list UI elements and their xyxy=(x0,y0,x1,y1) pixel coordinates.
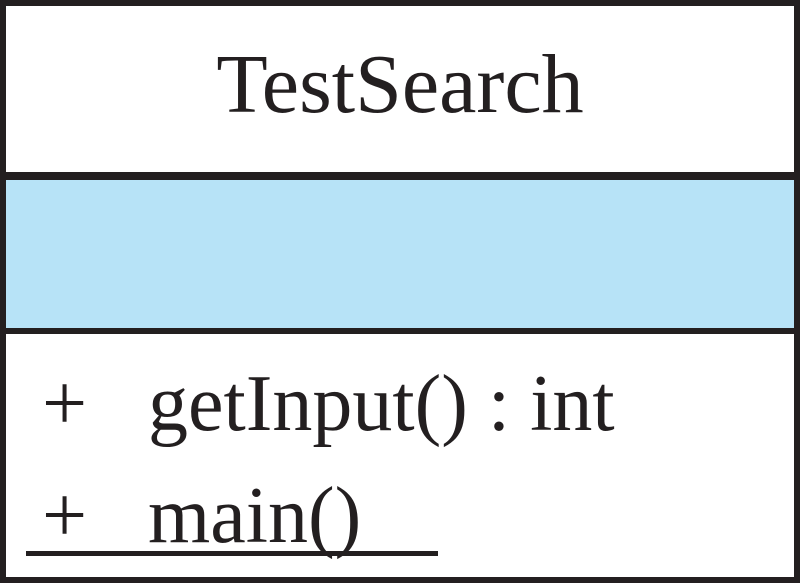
class-name: TestSearch xyxy=(216,38,584,131)
operation-get-input: +getInput() : int xyxy=(42,364,615,444)
operations-compartment: +getInput() : int +main() xyxy=(6,334,794,583)
compartment-divider xyxy=(6,328,794,334)
compartment-divider xyxy=(6,172,794,180)
operation-signature: main() xyxy=(148,472,362,560)
static-underline xyxy=(26,551,438,556)
visibility-marker: + xyxy=(42,472,88,560)
operation-main: +main() xyxy=(42,476,361,556)
attributes-compartment xyxy=(6,180,794,328)
class-name-compartment: TestSearch xyxy=(6,6,794,172)
visibility-marker: + xyxy=(42,360,88,448)
operation-signature: getInput() : int xyxy=(148,360,615,448)
